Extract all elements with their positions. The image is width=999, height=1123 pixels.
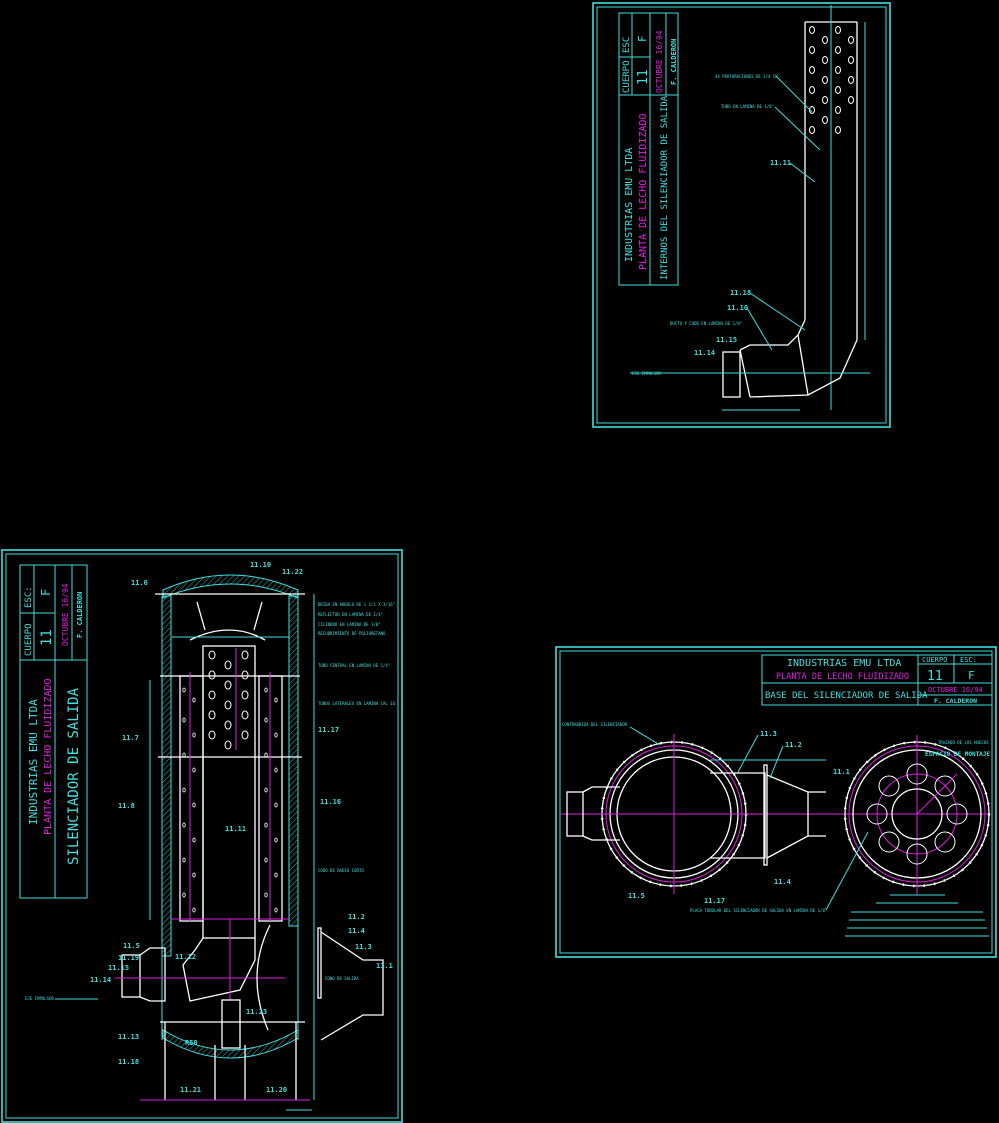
project: PLANTA DE LECHO FLUIDIZADO xyxy=(776,672,909,682)
internal-tube-drawing xyxy=(630,5,870,411)
note: CONO DE SALIDA xyxy=(325,976,359,981)
author: F. CALDERON xyxy=(670,39,678,85)
note: CODO DE RADIO CORTO xyxy=(318,868,364,873)
note: 44 PERFORACIONES DE 3/4 IN xyxy=(715,74,778,79)
part-label: 11.7 xyxy=(122,734,139,742)
title-block: CUERPO ESC: 11 F OCTUBRE 16/94 F. CALDER… xyxy=(19,564,88,899)
part-label: 11.2 xyxy=(785,741,802,749)
part-label: 11.22 xyxy=(282,568,303,576)
note: CILINDRO EN LAMINA DE 1/8" xyxy=(318,622,381,627)
note: CONTRABRIDA DEL SILENCIADOR xyxy=(562,722,628,727)
project: PLANTA DE LECHO FLUIDIZADO xyxy=(43,678,54,835)
base-plan-drawing xyxy=(560,734,991,937)
part-labels: 11.11 11.18 11.10 11.15 11.14 44 PERFORA… xyxy=(632,74,821,376)
sheet-border xyxy=(1,549,403,1123)
part-label: 11.14 xyxy=(90,976,111,984)
part-label: 11.1 xyxy=(376,962,393,970)
company: INDUSTRIAS EMU LTDA xyxy=(624,148,635,262)
note: TRAZADO DE LOS HUECOS xyxy=(938,740,989,745)
part-labels: 11.6 11.10 11.22 11.7 11.8 11.11 11.17 1… xyxy=(25,561,396,1094)
part-label: 11.4 xyxy=(348,927,365,935)
part-label: 11.12 xyxy=(175,953,196,961)
part-label: 11.3 xyxy=(760,730,777,738)
part-label: 11.10 xyxy=(250,561,271,569)
drawing-title: SILENCIADOR DE SALIDA xyxy=(66,687,82,865)
cuerpo-label: CUERPO xyxy=(622,60,632,93)
esc-value: F xyxy=(39,589,53,596)
note: RECUBRIMIENTO DE POLIURETANO xyxy=(318,631,386,636)
part-label: 11.10 xyxy=(727,304,748,312)
esc-label: ESC: xyxy=(960,656,977,664)
part-label: 11.15 xyxy=(108,964,129,972)
part-label: 11.5 xyxy=(123,942,140,950)
cuerpo-value: 11 xyxy=(927,669,943,684)
silencer-section-drawing xyxy=(115,574,384,1111)
date: OCTUBRE 16/94 xyxy=(61,583,70,646)
part-label: 11.3 xyxy=(355,943,372,951)
part-label: 11.19 xyxy=(118,954,139,962)
part-label: 11.5 xyxy=(628,892,645,900)
part-label: R50 xyxy=(185,1039,198,1047)
note: DUCTO Y CODO EN LAMINA DE 1/8" xyxy=(670,321,742,326)
drawing-title: BASE DEL SILENCIADOR DE SALIDA xyxy=(765,691,928,701)
cuerpo-label: CUERPO xyxy=(922,656,947,664)
cuerpo-label: CUERPO xyxy=(24,623,34,656)
part-label: 11.17 xyxy=(318,726,339,734)
title-block: INDUSTRIAS EMU LTDA PLANTA DE LECHO FLUI… xyxy=(761,654,993,706)
note: PLACA TUBULAR DEL SILENCIADOR DE SALIDA … xyxy=(690,908,827,913)
part-label: 11.11 xyxy=(225,825,246,833)
part-label: 11.17 xyxy=(704,897,725,905)
part-label: 11.20 xyxy=(266,1086,287,1094)
part-label: 11.15 xyxy=(716,336,737,344)
sheet-border xyxy=(592,2,891,428)
part-label: 11.16 xyxy=(320,798,341,806)
author: F. CALDERON xyxy=(934,697,977,705)
note: EJE IMPULSOR xyxy=(25,996,54,1001)
drawing-title: INTERNOS DEL SILENCIADOR DE SALIDA xyxy=(660,95,670,280)
part-labels: 11.3 11.2 11.1 11.4 11.5 11.17 CONTRABRI… xyxy=(562,722,990,913)
perforations xyxy=(809,26,854,134)
esc-value: F xyxy=(636,35,649,42)
part-label: 11.13 xyxy=(118,1033,139,1041)
part-label: 11.14 xyxy=(694,349,715,357)
note: EJE IMPULSOR xyxy=(632,371,661,376)
part-label: 11.2 xyxy=(348,913,365,921)
part-label: 11.8 xyxy=(118,802,135,810)
cuerpo-value: 11 xyxy=(39,629,55,646)
note: TUBO CENTRAL EN LAMINA DE 1/4" xyxy=(318,663,390,668)
note: ESPACIO DE MONTAJE xyxy=(925,751,990,758)
esc-label: ESC: xyxy=(24,586,34,608)
author: F. CALDERON xyxy=(76,592,84,638)
part-label: 11.18 xyxy=(118,1058,139,1066)
note: TUBO EN LAMINA DE 1/8" xyxy=(721,104,774,109)
project: PLANTA DE LECHO FLUIDIZADO xyxy=(638,113,649,270)
sheet-base: INDUSTRIAS EMU LTDA PLANTA DE LECHO FLUI… xyxy=(555,646,997,958)
part-label: 11.18 xyxy=(730,289,751,297)
note: BRIDA EN ANGULO DE 1 1/2 X 3/16" xyxy=(318,602,395,607)
date: OCTUBRE 16/94 xyxy=(928,686,983,694)
part-label: 11.21 xyxy=(180,1086,201,1094)
part-label: 11.4 xyxy=(774,878,791,886)
part-label: 11.23 xyxy=(246,1008,267,1016)
esc-value: F xyxy=(968,669,975,682)
sheet-silenciador: CUERPO ESC: 11 F OCTUBRE 16/94 F. CALDER… xyxy=(1,549,403,1123)
date: OCTUBRE 16/94 xyxy=(655,30,664,93)
title-block: CUERPO ESC 11 F OCTUBRE 16/94 F. CALDERO… xyxy=(618,12,679,286)
esc-label: ESC xyxy=(622,37,632,53)
part-label: 11.11 xyxy=(770,159,791,167)
sheet-border xyxy=(555,646,997,958)
part-label: 11.6 xyxy=(131,579,148,587)
part-label: 11.1 xyxy=(833,768,850,776)
company: INDUSTRIAS EMU LTDA xyxy=(27,699,40,825)
note: TUBOS LATERALES EN LAMINA CAL 16 xyxy=(318,701,396,706)
sheet-internos: CUERPO ESC 11 F OCTUBRE 16/94 F. CALDERO… xyxy=(592,2,891,428)
note: REFLECTOR EN LAMINA DE 1/4" xyxy=(318,612,383,617)
company: INDUSTRIAS EMU LTDA xyxy=(787,658,901,669)
cuerpo-value: 11 xyxy=(636,69,651,85)
